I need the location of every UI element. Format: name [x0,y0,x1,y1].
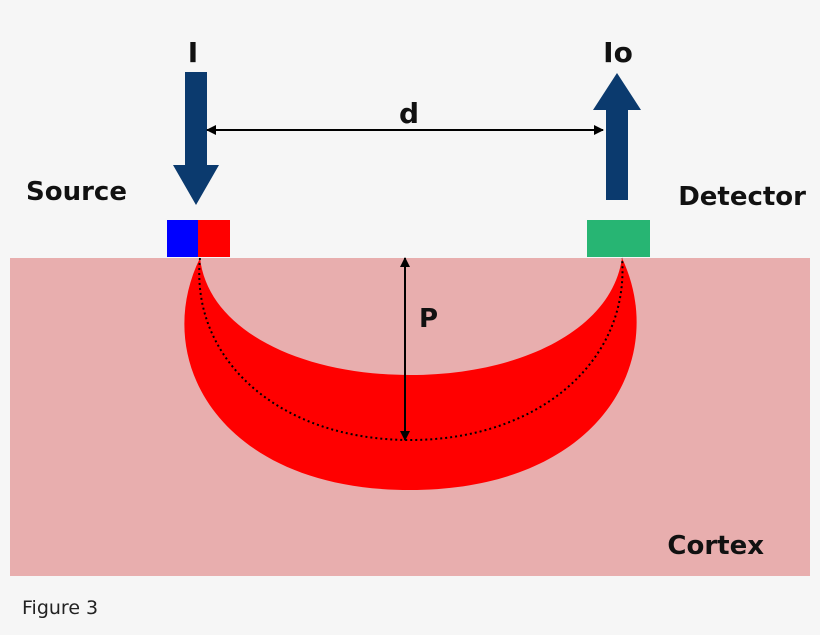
source-optode-red [198,220,230,257]
source-optode-blue [167,220,198,257]
label-output: Io [603,36,633,69]
incident-arrow [173,72,219,205]
figure-caption: Figure 3 [22,597,98,619]
label-source: Source [26,177,127,207]
detector-optode [587,220,650,257]
label-detector: Detector [678,182,806,212]
label-distance: d [399,97,419,130]
label-cortex: Cortex [667,531,764,561]
output-arrow [593,73,641,200]
label-depth: P [419,304,438,334]
label-incident: I [188,36,198,69]
mean-photon-path [198,257,624,442]
light-path-region [184,258,637,490]
